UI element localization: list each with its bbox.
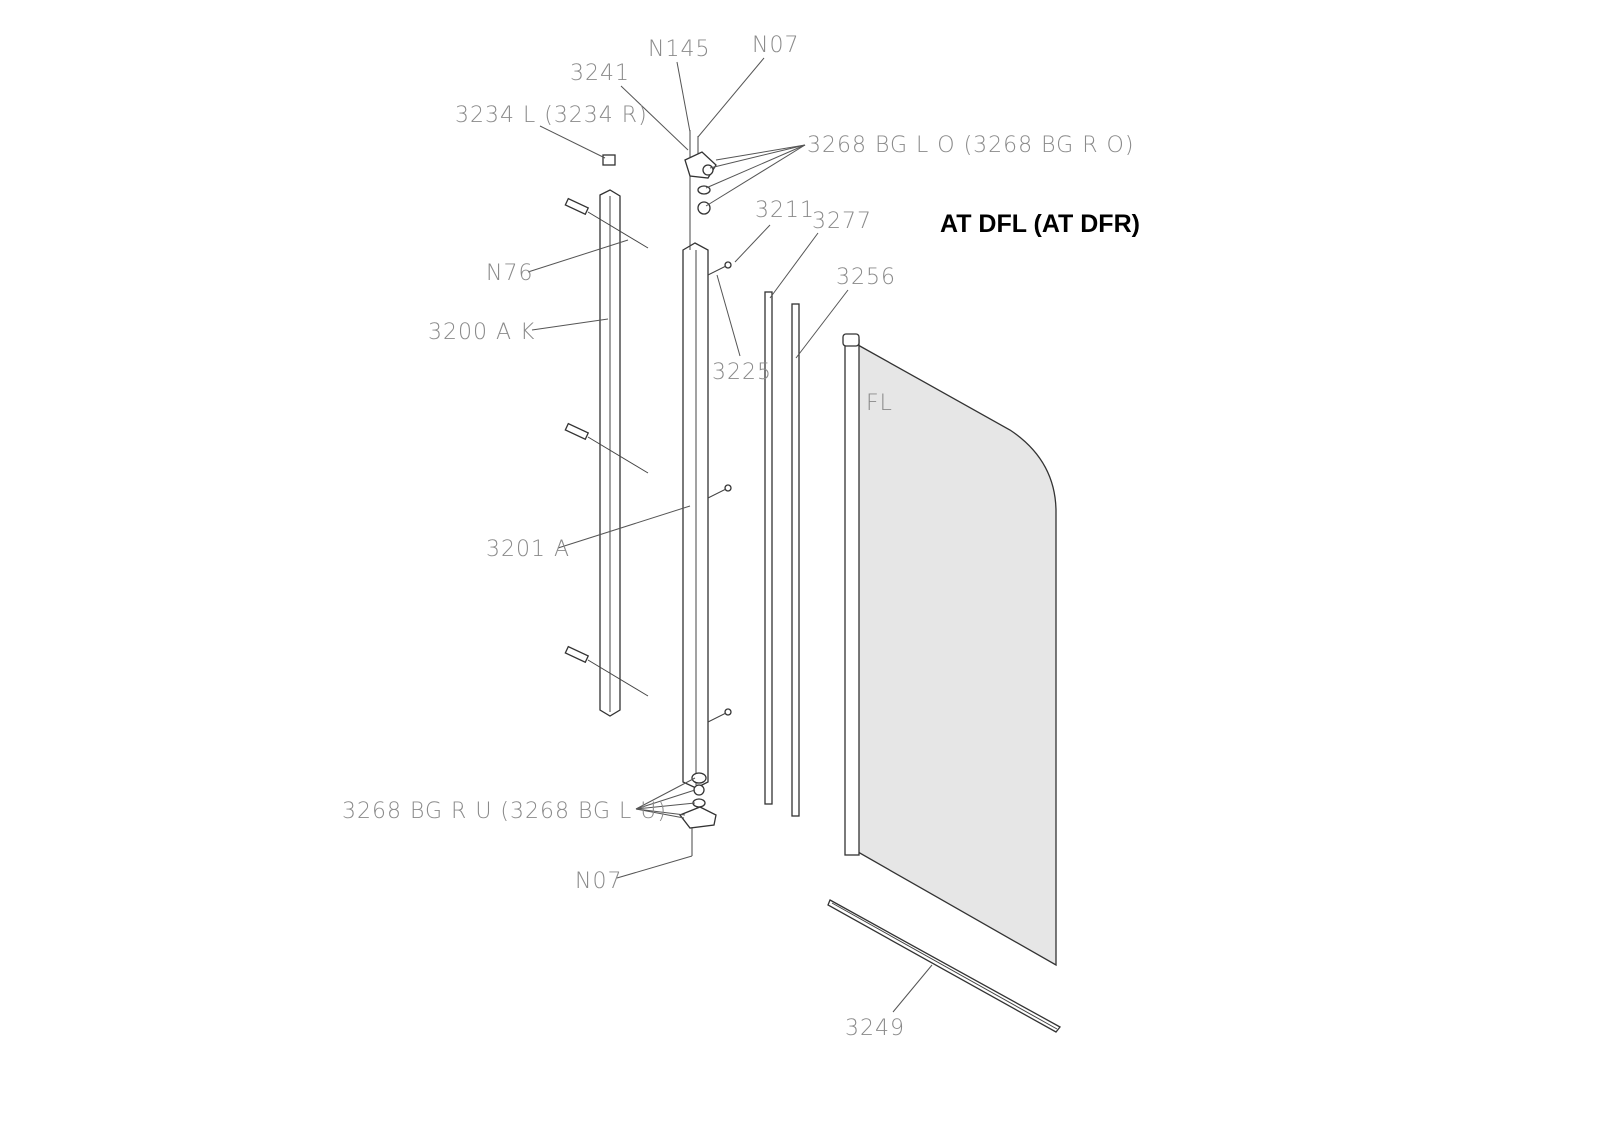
label-3241: 3241 <box>570 61 630 86</box>
label-3200: 3200 A K <box>428 320 535 345</box>
label-3211: 3211 <box>755 198 815 223</box>
screws-3211 <box>707 261 732 723</box>
label-n07-top: N07 <box>752 33 799 58</box>
label-n76: N76 <box>486 261 533 286</box>
seal-strip-3277 <box>764 291 773 805</box>
label-3268-top: 3268 BG L O (3268 BG R O) <box>807 133 1134 158</box>
seal-strip-3256 <box>791 303 800 817</box>
leader-lines <box>527 57 933 1013</box>
label-3234: 3234 L (3234 R) <box>455 103 648 128</box>
label-n145: N145 <box>648 37 710 62</box>
wall-anchors <box>564 197 649 697</box>
label-3256: 3256 <box>836 265 896 290</box>
label-3249: 3249 <box>845 1016 905 1041</box>
label-3268-bottom: 3268 BG R U (3268 BG L U) <box>342 799 667 824</box>
diagram-title: AT DFL (AT DFR) <box>940 210 1140 238</box>
label-n07-bottom: N07 <box>575 869 622 894</box>
panel-cap <box>842 333 860 347</box>
glass-panel <box>857 343 1057 967</box>
label-fl: FL <box>866 391 893 416</box>
label-3201: 3201 A <box>486 537 570 562</box>
bottom-hinge-3268 <box>678 772 717 856</box>
clip-3234 <box>602 154 616 166</box>
label-3277: 3277 <box>812 209 872 234</box>
panel-profile <box>844 339 860 856</box>
label-3225: 3225 <box>712 360 772 385</box>
